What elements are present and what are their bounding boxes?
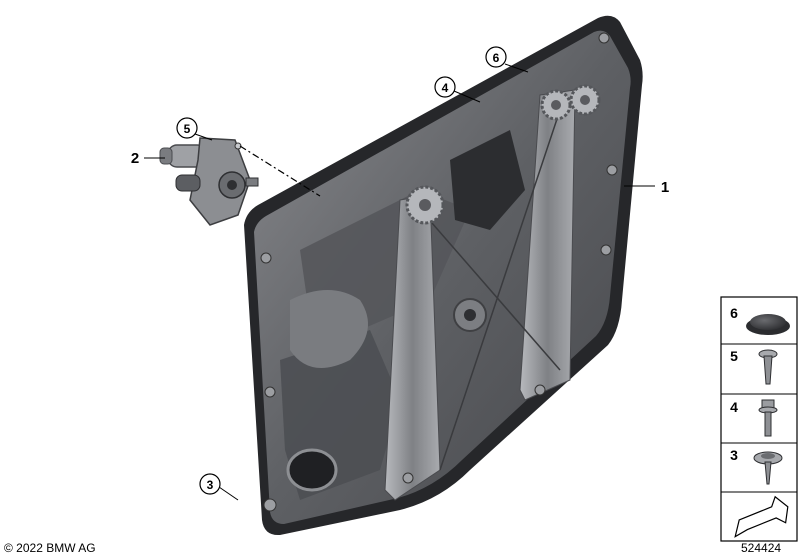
panel-screw-icon xyxy=(402,472,414,484)
flange-screw-icon xyxy=(753,451,783,485)
door-module-panel xyxy=(244,15,643,536)
legend-number-5: 5 xyxy=(730,348,738,364)
leader-line xyxy=(453,90,481,103)
callout-6-label: 6 xyxy=(493,51,500,65)
leader-line xyxy=(218,486,239,501)
speaker-opening xyxy=(286,448,338,492)
panel-screw-icon xyxy=(600,244,612,256)
arrow-icon xyxy=(734,495,789,538)
cap-plug-icon xyxy=(746,314,790,335)
legend-number-3: 3 xyxy=(730,447,738,463)
legend-number-6: 6 xyxy=(730,305,738,321)
screw-icon xyxy=(758,349,778,385)
drive-gear-icon xyxy=(453,298,487,332)
guide-rail-rear xyxy=(519,89,576,401)
callout-2: 2 xyxy=(131,150,139,167)
panel-screw-icon xyxy=(263,498,277,512)
assembly-dash-line xyxy=(239,145,321,197)
copyright-text: © 2022 BMW AG xyxy=(4,541,96,555)
pulley-icon xyxy=(405,185,445,225)
leader-line xyxy=(194,133,213,141)
window-regulator-motor xyxy=(159,137,259,226)
parts-legend: 6 5 4 3 xyxy=(720,296,798,542)
callout-3-label: 3 xyxy=(207,478,214,492)
callout-6: 6 xyxy=(485,46,507,68)
pulley-icon xyxy=(540,89,572,121)
callout-1: 1 xyxy=(661,179,669,196)
regulator-cable xyxy=(439,109,561,471)
panel-screw-icon xyxy=(260,252,272,264)
panel-screw-icon xyxy=(606,164,618,176)
bolt-icon xyxy=(758,399,778,437)
regulator-cable xyxy=(424,214,561,371)
panel-ridge xyxy=(290,290,368,368)
legend-number-4: 4 xyxy=(730,399,738,415)
panel-screw-icon xyxy=(598,32,610,44)
pulley-icon xyxy=(569,84,601,116)
panel-screw-icon xyxy=(534,384,546,396)
callout-3: 3 xyxy=(199,473,221,495)
callout-5: 5 xyxy=(176,117,198,139)
panel-screw-icon xyxy=(264,386,276,398)
callout-4-label: 4 xyxy=(442,81,449,95)
diagram-id: 524424 xyxy=(741,541,782,555)
leader-line xyxy=(504,63,529,73)
regulator-housing xyxy=(450,130,525,230)
callout-4: 4 xyxy=(434,76,456,98)
callout-5-label: 5 xyxy=(184,122,191,136)
